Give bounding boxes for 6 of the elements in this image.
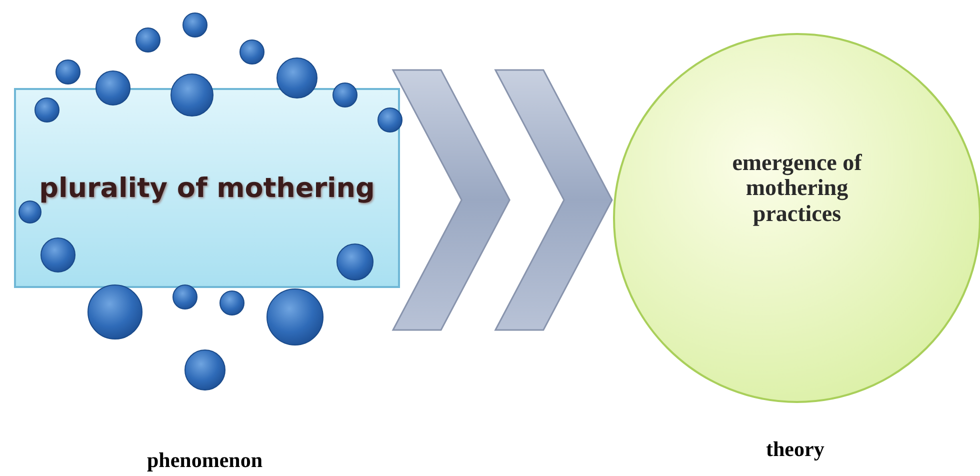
text-label: theory — [766, 436, 824, 462]
chevron-arrow — [392, 69, 613, 331]
node-label: emergence of mothering practices — [731, 150, 863, 226]
text-label: phenomenon — [147, 448, 263, 472]
phenomenon-box — [14, 88, 400, 288]
node-label: plurality of mothering — [39, 172, 375, 204]
